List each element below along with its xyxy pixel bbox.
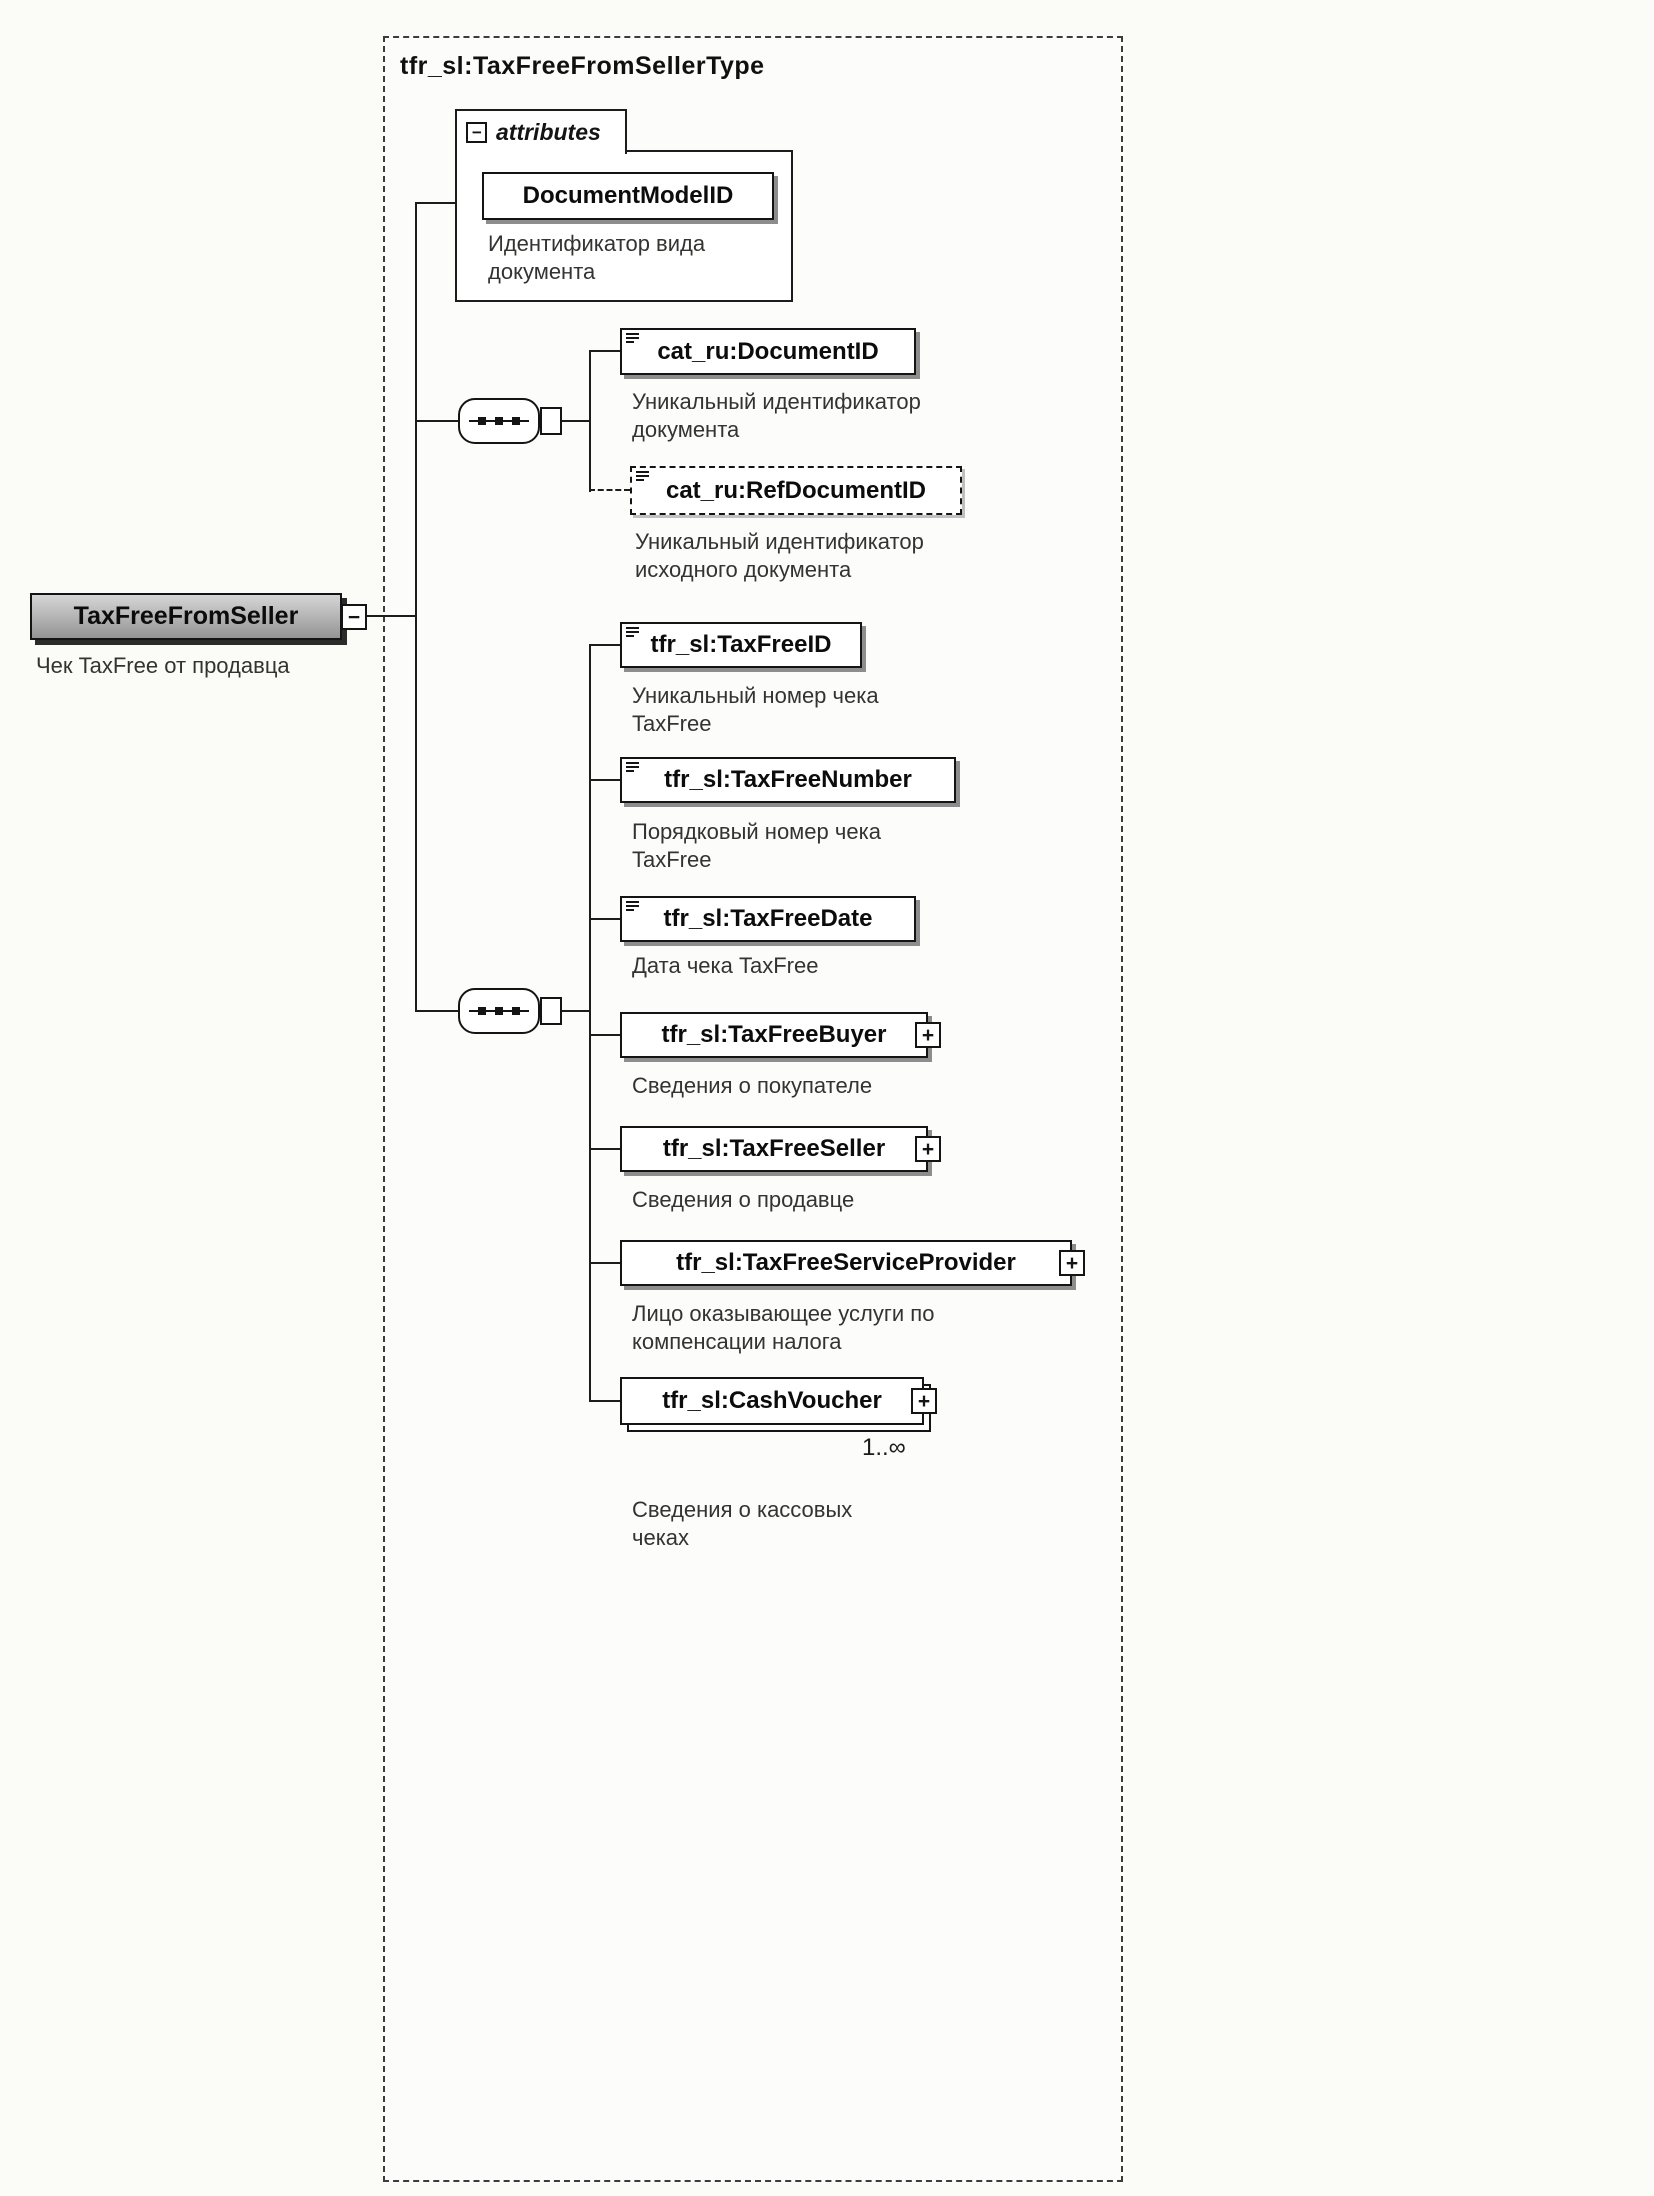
connector-line [589,1148,620,1150]
sequence-dot [478,1007,486,1015]
attribute-documentmodelid[interactable]: DocumentModelID [482,172,774,220]
text-content-icon [625,626,640,639]
element-cashvoucher[interactable]: tfr_sl:CashVoucher + [620,1377,937,1425]
connector-line [415,202,455,204]
element-label: TaxFreeFromSeller [73,602,299,630]
text-content-icon [635,470,650,483]
expand-icon[interactable]: + [915,1136,941,1162]
sequence-connector [540,997,562,1025]
element-taxfreefromseller-description: Чек TaxFree от продавца [36,653,290,678]
connector-branch-line [589,351,591,492]
connector-line [589,1034,620,1036]
sequence-dot [512,1007,520,1015]
connector-line [589,779,620,781]
attribute-label: DocumentModelID [522,182,734,209]
connector-line-optional [589,489,630,491]
sequence-indicator[interactable] [458,988,540,1034]
element-taxfreedate[interactable]: tfr_sl:TaxFreeDate [620,896,916,942]
sequence-indicator[interactable] [458,398,540,444]
text-content-icon [625,761,640,774]
attributes-tab[interactable]: − attributes [455,109,627,154]
expand-icon[interactable]: + [911,1388,937,1414]
attributes-label: attributes [496,119,601,145]
element-documentid[interactable]: cat_ru:DocumentID [620,328,916,375]
element-label: tfr_sl:TaxFreeDate [663,905,873,932]
element-taxfreeseller[interactable]: tfr_sl:TaxFreeSeller + [620,1126,941,1172]
element-taxfreeid-description: Уникальный номер чека TaxFree [632,683,879,737]
expand-icon[interactable]: + [915,1022,941,1048]
collapse-icon[interactable]: − [341,604,367,630]
element-taxfreebuyer-description: Сведения о покупателе [632,1073,873,1098]
occurrence-label: 1..∞ [862,1434,906,1461]
connector-line [538,420,590,422]
connector-line [589,918,620,920]
element-label: cat_ru:RefDocumentID [665,476,927,504]
connector-trunk-line [415,202,417,1012]
connector-line [538,1010,590,1012]
complex-type-container [383,36,1123,2182]
connector-line [415,1010,458,1012]
complex-type-title: tfr_sl:TaxFreeFromSellerType [400,52,765,80]
connector-line [589,1262,620,1264]
text-content-icon [625,900,640,913]
sequence-connector [540,407,562,435]
sequence-dot [478,417,486,425]
element-taxfreebuyer[interactable]: tfr_sl:TaxFreeBuyer + [620,1012,941,1058]
connector-line [415,420,458,422]
element-taxfreenumber[interactable]: tfr_sl:TaxFreeNumber [620,757,956,803]
element-label: tfr_sl:TaxFreeID [650,631,832,658]
connector-line [589,350,620,352]
element-taxfreeserviceprovider[interactable]: tfr_sl:TaxFreeServiceProvider + [620,1240,1085,1286]
element-label: tfr_sl:TaxFreeNumber [664,766,912,793]
element-taxfreefromseller[interactable]: TaxFreeFromSeller [30,593,342,640]
element-label: tfr_sl:TaxFreeSeller [662,1135,886,1162]
element-documentid-description: Уникальный идентификатор документа [632,389,921,443]
sequence-dot [495,417,503,425]
sequence-dot [495,1007,503,1015]
element-taxfreeserviceprovider-description: Лицо оказывающее услуги по компенсации н… [632,1301,935,1355]
element-label: tfr_sl:CashVoucher [662,1387,882,1414]
attribute-documentmodelid-description: Идентификатор вида документа [488,231,706,285]
element-taxfreedate-description: Дата чека TaxFree [632,953,819,978]
expand-icon[interactable]: + [1059,1250,1085,1276]
element-taxfreeid[interactable]: tfr_sl:TaxFreeID [620,622,862,668]
sequence-dot [512,417,520,425]
element-label: tfr_sl:TaxFreeBuyer [661,1021,887,1048]
connector-branch-line [589,645,591,1401]
text-content-icon [625,332,640,345]
connector-line [589,644,620,646]
element-refdocumentid-description: Уникальный идентификатор исходного докум… [635,529,924,583]
connector-line [589,1400,620,1402]
element-taxfreenumber-description: Порядковый номер чека TaxFree [632,819,881,873]
element-cashvoucher-description: Сведения о кассовых чеках [632,1497,853,1551]
collapse-icon[interactable]: − [466,122,487,143]
element-label: cat_ru:DocumentID [657,337,879,365]
element-refdocumentid[interactable]: cat_ru:RefDocumentID [630,466,962,515]
element-label: tfr_sl:TaxFreeServiceProvider [676,1249,1016,1276]
connector-line [367,615,416,617]
element-taxfreeseller-description: Сведения о продавце [632,1187,855,1212]
